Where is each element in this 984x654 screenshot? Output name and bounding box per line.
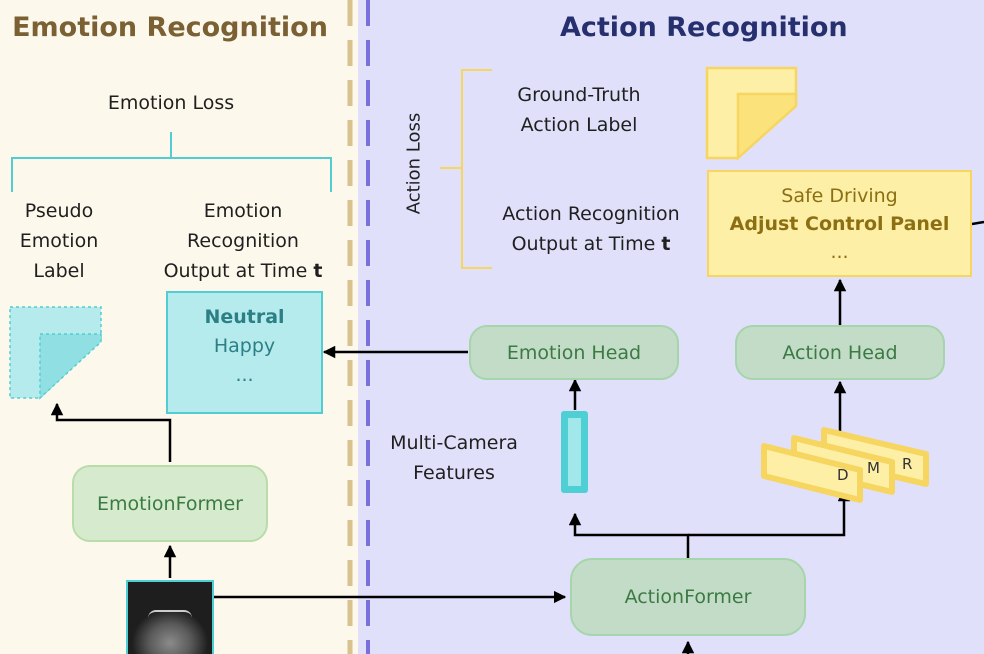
emotion-output-top: Neutral	[204, 306, 285, 328]
action-loss-label-wrap: Action Loss	[394, 88, 434, 238]
ground-truth-label: Ground-Truth Action Label	[517, 84, 641, 136]
glasses-shape	[148, 610, 192, 622]
multi-camera-features-label: Multi-Camera Features	[390, 432, 518, 484]
action-output-more: ...	[830, 241, 849, 263]
view-card-d	[761, 443, 863, 503]
arrow-emotionformer-to-pseudo-label	[50, 402, 172, 462]
action-loss-label: Action Loss	[403, 112, 425, 214]
emotion-loss-bracket	[11, 132, 332, 192]
emotionformer-module: EmotionFormer	[72, 465, 268, 542]
action-output-box: Safe Driving Adjust Control Panel ...	[707, 170, 972, 277]
pseudo-emotion-label: Pseudo Emotion Label	[19, 200, 99, 282]
actionformer-module: ActionFormer	[570, 558, 806, 636]
camera-view-stack	[761, 427, 929, 503]
emotion-head-module: Emotion Head	[469, 325, 679, 380]
action-loss-bracket	[440, 69, 492, 269]
arrow-actionformer-to-views	[688, 488, 851, 537]
view-letter-m: M	[867, 459, 880, 477]
arrow-output-exit	[971, 220, 984, 226]
pseudo-label-document-icon	[9, 306, 102, 400]
emotion-loss-label: Emotion Loss	[107, 92, 235, 114]
emotion-output-second: Happy	[213, 335, 276, 357]
view-letter-d: D	[837, 466, 849, 484]
emotion-output-more: ...	[235, 364, 254, 386]
emotion-recognition-title: Emotion Recognition	[12, 12, 328, 43]
action-output-label: Action Recognition Output at Time t	[502, 203, 680, 255]
emotion-output-label: Emotion Recognition Output at Time t	[163, 200, 323, 282]
multi-camera-feature-icon	[561, 411, 588, 493]
emotion-output-box: Neutral Happy ...	[166, 291, 323, 414]
action-output-top: Safe Driving	[781, 185, 898, 207]
action-head-module: Action Head	[735, 325, 945, 380]
arrow-actionformer-to-features	[568, 512, 690, 558]
ground-truth-document-icon	[705, 66, 798, 161]
driver-face-image	[126, 580, 214, 654]
view-letter-r: R	[902, 455, 913, 473]
action-output-second: Adjust Control Panel	[729, 213, 950, 235]
action-recognition-title: Action Recognition	[560, 12, 848, 43]
